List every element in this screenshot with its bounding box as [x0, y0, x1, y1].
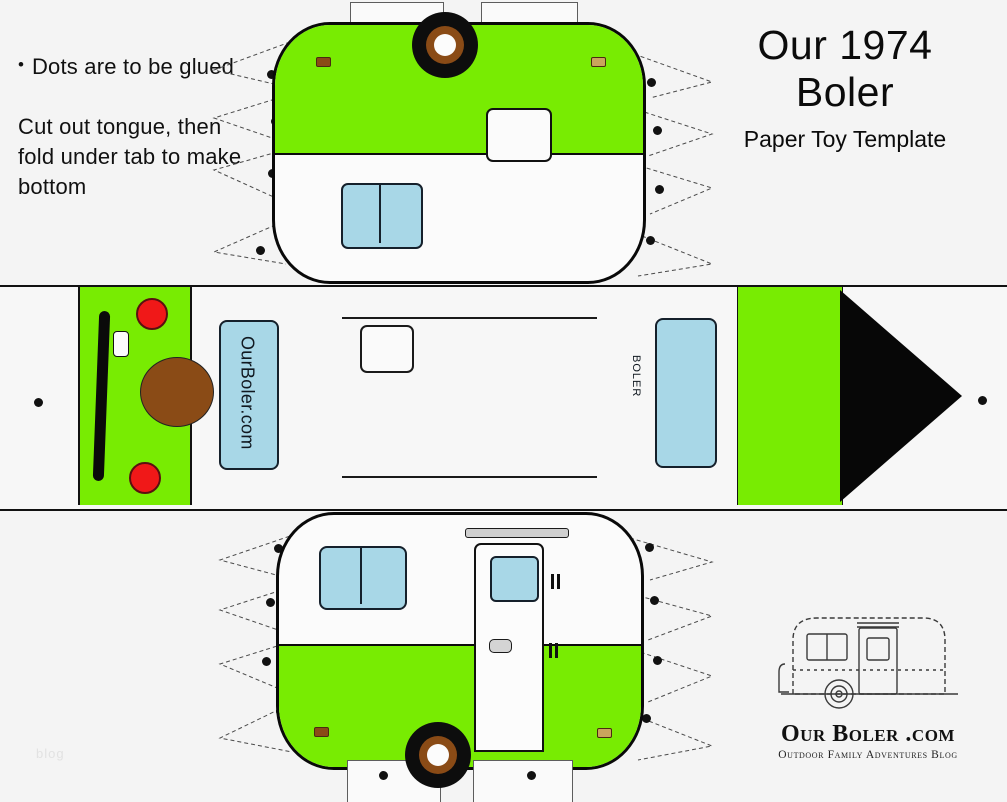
door-hinge-upper [551, 574, 554, 589]
wheel-hub-top [434, 34, 456, 56]
door-window [490, 556, 539, 602]
marker-light-right [597, 728, 612, 738]
window-divider [379, 185, 381, 243]
side-vent-top [486, 108, 552, 162]
window-boler [655, 318, 717, 468]
window-boler-label: BOLER [630, 355, 642, 398]
site-logo-tagline: Outdoor Family Adventures Blog [778, 749, 958, 761]
glue-dot [647, 78, 656, 87]
glue-tabs-left-bottom [218, 533, 297, 753]
glue-dot [527, 771, 536, 780]
taillight-bottom [129, 462, 161, 494]
glue-dot [256, 246, 265, 255]
page-title-line1: Our 1974 [757, 22, 933, 68]
page-title-line2: Boler [795, 69, 895, 115]
marker-light-right [591, 57, 606, 67]
glue-dot [379, 771, 388, 780]
glue-dot [650, 596, 659, 605]
front-panel-green [737, 287, 843, 505]
instruction-1-text: Dots are to be glued [31, 54, 235, 79]
instruction-2-text: Cut out tongue, then fold under tab to m… [18, 114, 242, 199]
glue-tabs-right-bottom [629, 537, 714, 761]
glue-dot [642, 714, 651, 723]
glue-dot [646, 236, 655, 245]
glue-tabs-right-top [633, 53, 714, 277]
window-ourboler-label: OurBoler.com [237, 336, 258, 450]
bullet-icon: • [18, 55, 24, 74]
glue-dot [653, 126, 662, 135]
spare-tire-circle [140, 357, 214, 427]
roof-fold-line-top [342, 317, 597, 319]
door-handle [489, 639, 512, 653]
glue-dot [645, 543, 654, 552]
glue-dot [267, 70, 276, 79]
door-hinge-lower [549, 643, 552, 658]
side-window-bottom [319, 546, 407, 610]
instructions-block: • Dots are to be glued Cut out tongue, t… [18, 52, 248, 202]
roof-vent-square [360, 325, 414, 373]
taillight-top [136, 298, 168, 330]
glue-dot [978, 396, 987, 405]
glue-dot [34, 398, 43, 407]
window-divider [360, 548, 362, 604]
window-ourboler [219, 320, 279, 470]
wheel-hub-bottom [427, 744, 449, 766]
window-ourboler-label-wrap: OurBoler.com [219, 320, 275, 466]
glue-dot [653, 656, 662, 665]
roof-fold-line-bottom [342, 476, 597, 478]
tongue-triangle [840, 290, 962, 502]
glue-dot [655, 185, 664, 194]
door-awning [465, 528, 569, 538]
glue-dot [262, 657, 271, 666]
door-hinge-upper [557, 574, 560, 589]
glue-dot [266, 598, 275, 607]
watermark-text: blog [36, 746, 65, 761]
fold-tab-bottom-right [473, 760, 573, 802]
glue-dot [274, 544, 283, 553]
marker-light-left [314, 727, 329, 737]
boler-logo-icon [778, 617, 958, 709]
site-logo-block[interactable]: Our Boler .com Outdoor Family Adventures… [744, 606, 992, 761]
page-subtitle: Paper Toy Template [743, 126, 947, 152]
site-logo-name: Our Boler .com [781, 721, 955, 747]
side-window-top [341, 183, 423, 249]
instruction-item-1: • Dots are to be glued [18, 52, 248, 82]
door-hinge-lower [555, 643, 558, 658]
rear-vent-white [113, 331, 129, 357]
page-title-block: Our 1974 Boler Paper Toy Template [690, 22, 1000, 154]
glue-tabs-left-top [212, 41, 291, 265]
window-boler-label-wrap: BOLER [630, 355, 642, 402]
marker-light-left [316, 57, 331, 67]
